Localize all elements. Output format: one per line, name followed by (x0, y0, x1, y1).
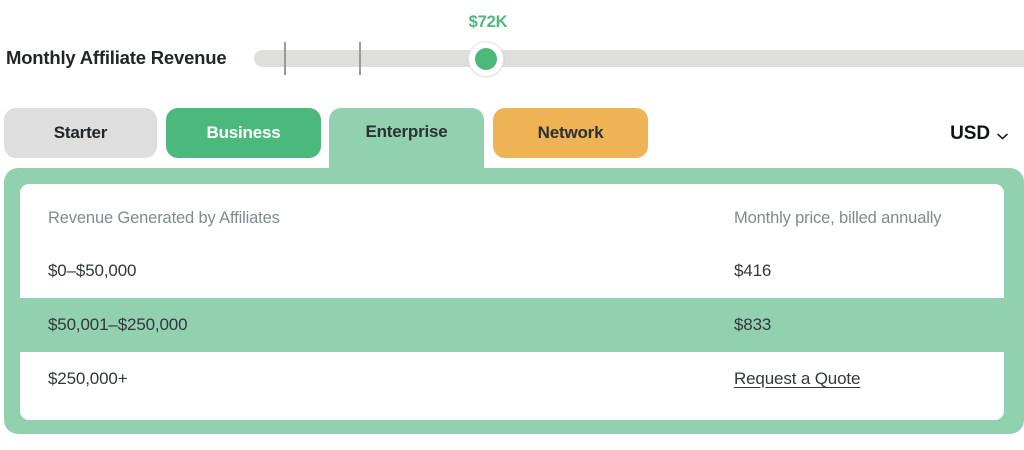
slider-tick-2 (359, 42, 361, 75)
cell-monthly-price: $833 (734, 315, 772, 334)
request-a-quote-link[interactable]: Request a Quote (734, 369, 861, 388)
table-header-row: Revenue Generated by Affiliates Monthly … (20, 184, 1004, 244)
pricing-table-card: Revenue Generated by Affiliates Monthly … (20, 184, 1004, 420)
tab-starter[interactable]: Starter (4, 108, 157, 158)
tab-enterprise[interactable]: Enterprise (329, 108, 484, 170)
column-header-price: Monthly price, billed annually (734, 208, 942, 227)
active-tab-connector (325, 168, 488, 188)
table-row: $0–$50,000 $416 (20, 244, 1004, 298)
slider-label: Monthly Affiliate Revenue (6, 47, 227, 68)
cell-monthly-price: $416 (734, 261, 772, 280)
slider-thumb[interactable] (469, 42, 503, 76)
slider-tick-1 (284, 42, 286, 75)
slider-track[interactable] (254, 50, 1024, 67)
chevron-down-icon (997, 129, 1008, 140)
table-row: $250,000+ Request a Quote (20, 352, 1004, 406)
plan-tabs: Starter Business Enterprise Network USD (0, 108, 1024, 170)
pricing-table: Revenue Generated by Affiliates Monthly … (20, 184, 1004, 406)
slider-value-label: $72K (468, 13, 508, 31)
revenue-slider[interactable]: $72K (254, 13, 1024, 82)
cell-revenue-range: $250,000+ (48, 369, 128, 388)
tab-network[interactable]: Network (493, 108, 648, 158)
tab-business[interactable]: Business (166, 108, 321, 158)
column-header-revenue: Revenue Generated by Affiliates (48, 208, 280, 227)
currency-label: USD (950, 123, 990, 144)
cell-revenue-range: $0–$50,000 (48, 261, 137, 280)
table-row: $50,001–$250,000 $833 (20, 298, 1004, 352)
cell-monthly-price: Request a Quote (734, 369, 1004, 389)
revenue-slider-row: Monthly Affiliate Revenue $72K (0, 0, 1024, 92)
cell-revenue-range: $50,001–$250,000 (48, 315, 188, 334)
currency-selector[interactable]: USD (948, 119, 1010, 149)
